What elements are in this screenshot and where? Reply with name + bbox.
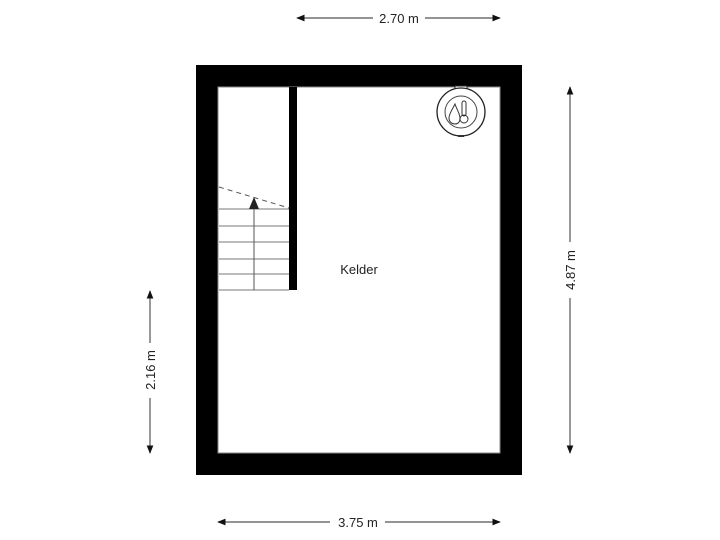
- dimension-right-label: 4.87 m: [563, 250, 578, 290]
- dimension-right: 4.87 m: [563, 86, 578, 454]
- dimension-top: 2.70 m: [296, 11, 501, 26]
- exterior-walls: [196, 65, 522, 475]
- dimension-bottom: 3.75 m: [217, 515, 501, 530]
- dimension-top-label: 2.70 m: [379, 11, 419, 26]
- stair-partition-wall: [289, 87, 297, 290]
- room-label: Kelder: [340, 262, 378, 277]
- dimension-left: 2.16 m: [143, 290, 158, 454]
- boiler-thermometer-drop-icon: [436, 85, 486, 137]
- dimension-left-label: 2.16 m: [143, 350, 158, 390]
- staircase-up-arrow-icon: [218, 186, 290, 291]
- dimension-bottom-label: 3.75 m: [338, 515, 378, 530]
